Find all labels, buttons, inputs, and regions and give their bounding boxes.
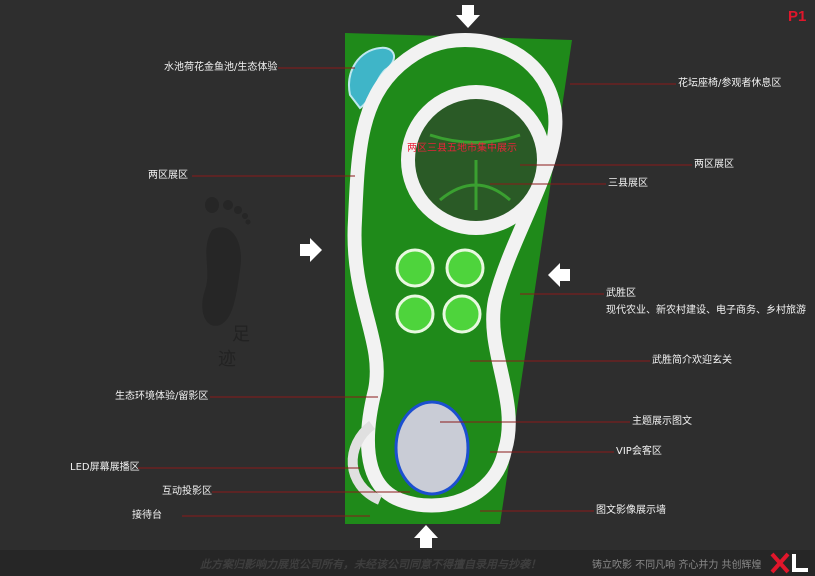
label-theme: 主题展示图文 [632, 416, 692, 427]
label-image-wall: 图文影像展示墙 [596, 505, 666, 516]
label-two-district-left: 两区展区 [148, 170, 188, 181]
label-flower-bench: 花坛座椅/参观者休息区 [678, 78, 782, 89]
label-vip: VIP会客区 [616, 446, 662, 457]
label-wusheng: 武胜区 [606, 288, 636, 299]
leader-lines [138, 67, 692, 517]
label-pond: 水池荷花金鱼池/生态体验 [164, 62, 278, 73]
display-pods [395, 248, 485, 334]
label-projection: 互动投影区 [162, 486, 212, 497]
footprint-logo: 足 迹 [202, 197, 251, 370]
label-led: LED屏幕展播区 [70, 462, 140, 473]
company-logo [770, 552, 808, 574]
led-screen-area [347, 420, 383, 505]
entry-arrows [300, 5, 570, 548]
label-welcome: 武胜简介欢迎玄关 [652, 355, 732, 366]
vip-lounge [394, 400, 470, 496]
footer-slogan: 铸立吹影 不同凡响 齐心并力 共创辉煌 [592, 560, 762, 571]
svg-text:足: 足 [232, 324, 250, 345]
center-title: 两区三县五地市集中展示 [407, 143, 517, 154]
label-eco-photo: 生态环境体验/留影区 [115, 391, 209, 402]
label-two-district-right: 两区展区 [694, 159, 734, 170]
page-label: P1 [788, 8, 807, 25]
footer-bar [0, 550, 815, 576]
label-three-county: 三县展区 [608, 178, 648, 189]
label-reception: 接待台 [132, 510, 162, 521]
footer-copyright: 此方案归影响力展览公司所有，未经该公司同意不得擅自录用与抄袭！ [200, 558, 541, 571]
label-wusheng-topics: 现代农业、新农村建设、电子商务、乡村旅游 [606, 305, 806, 316]
svg-text:迹: 迹 [218, 349, 236, 370]
